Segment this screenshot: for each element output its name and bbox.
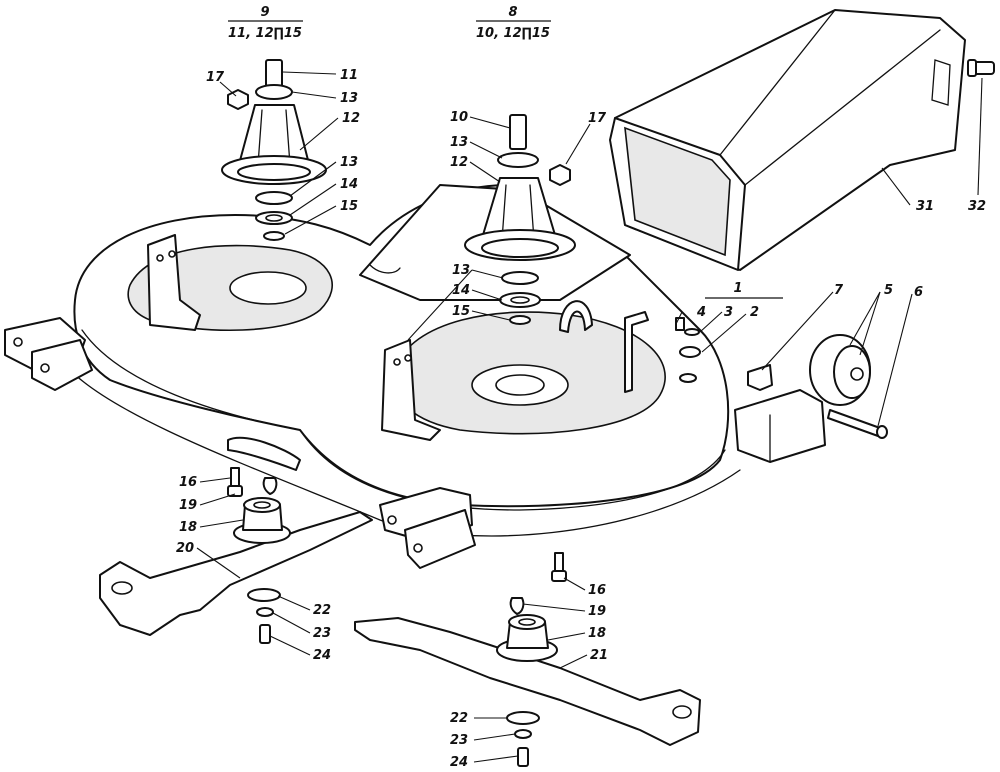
blade-bolt-upper-left <box>227 467 243 497</box>
deflector-clip <box>559 300 649 393</box>
callout-19-right: 19 <box>588 604 606 619</box>
callout-18-left: 18 <box>179 520 197 535</box>
callout-16-right: 16 <box>588 583 606 598</box>
group-label-1: 1 <box>705 281 783 299</box>
callout-23-left: 23 <box>313 626 331 641</box>
callout-12-left: 12 <box>342 111 360 126</box>
callout-21: 21 <box>590 648 608 663</box>
callout-10: 10 <box>450 110 468 125</box>
callout-31: 31 <box>916 199 934 214</box>
callout-32: 32 <box>968 199 986 214</box>
callout-23-right: 23 <box>450 733 468 748</box>
callout-2: 2 <box>750 305 759 320</box>
side-hitch-right <box>734 389 826 463</box>
roller-bracket <box>747 364 773 391</box>
group-label-9: 9 11, 12∏15 <box>228 5 303 41</box>
callout-22-left: 22 <box>313 603 331 618</box>
callout-7: 7 <box>834 283 844 298</box>
callout-13-left-top: 13 <box>340 91 358 106</box>
callout-22-right: 22 <box>450 711 468 726</box>
group-label-9-bottom: 11, 12∏15 <box>228 26 302 41</box>
key-left <box>262 477 278 495</box>
callout-20: 20 <box>176 541 194 556</box>
group-label-8-bottom: 10, 12∏15 <box>476 26 550 41</box>
deck-bracket-right-rear <box>381 339 441 441</box>
group-label-9-top: 9 <box>260 5 269 20</box>
spindle-assembly-left <box>221 59 327 241</box>
deck-bracket-left-rear <box>147 234 201 331</box>
callout-6: 6 <box>914 285 923 300</box>
callout-12-right: 12 <box>450 155 468 170</box>
roller-axle <box>827 409 888 439</box>
deck-roller <box>809 334 871 406</box>
blade-bolt-upper-right <box>551 552 567 582</box>
blade-hub-left <box>233 497 291 544</box>
callout-18-right: 18 <box>588 626 606 641</box>
callout-24-right: 24 <box>450 755 468 770</box>
group-label-1-top: 1 <box>733 281 742 296</box>
key-right <box>509 597 525 615</box>
blade-hub-right <box>496 614 558 662</box>
callout-15-left: 15 <box>340 199 358 214</box>
callout-4: 4 <box>696 305 706 320</box>
callout-11: 11 <box>340 68 358 83</box>
discharge-chute <box>609 9 966 271</box>
leader-lines <box>196 71 983 763</box>
group-label-8-top: 8 <box>508 5 517 20</box>
callout-13-right-bottom: 13 <box>452 263 470 278</box>
chute-bolt <box>967 59 995 77</box>
callout-17-left: 17 <box>206 70 225 85</box>
callout-15-right: 15 <box>452 304 470 319</box>
callout-19-left: 19 <box>179 498 197 513</box>
callout-3: 3 <box>724 305 733 320</box>
callout-14-right: 14 <box>452 283 470 298</box>
nut-left <box>227 89 249 110</box>
blade-left <box>99 511 373 636</box>
blade-right <box>354 617 701 746</box>
washer-right <box>506 711 540 767</box>
front-hitch-left <box>4 317 93 391</box>
callout-13-right-top: 13 <box>450 135 468 150</box>
tension-bolt-group <box>675 317 701 383</box>
callout-13-left-bottom: 13 <box>340 155 358 170</box>
spindle-assembly-right <box>464 114 576 325</box>
callout-5: 5 <box>884 283 893 298</box>
group-label-8: 8 10, 12∏15 <box>476 5 551 41</box>
washer-left <box>247 588 281 644</box>
callout-16-left: 16 <box>179 475 197 490</box>
nut-right <box>549 164 571 186</box>
front-hitch-center <box>379 487 476 569</box>
callout-17-right: 17 <box>588 111 607 126</box>
callout-14-left: 14 <box>340 177 358 192</box>
callout-24-left: 24 <box>313 648 331 663</box>
